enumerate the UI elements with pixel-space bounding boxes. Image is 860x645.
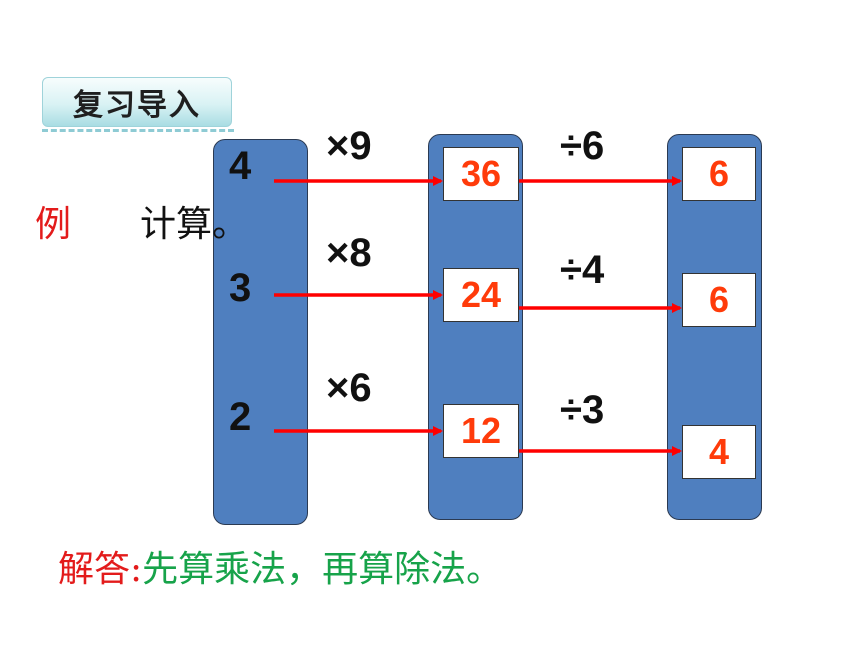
divisor-2: ÷4 bbox=[560, 248, 605, 292]
section-tag: 复习导入 bbox=[42, 77, 232, 127]
final-value-1: 6 bbox=[682, 147, 756, 201]
section-tag-underline bbox=[42, 129, 234, 132]
answer-label: 解答: bbox=[58, 549, 143, 590]
start-value-1: 4 bbox=[229, 144, 252, 188]
middle-value-3: 12 bbox=[443, 404, 519, 458]
example-text: 计算。 bbox=[140, 204, 249, 245]
start-column bbox=[213, 139, 308, 525]
multiplier-3: ×6 bbox=[326, 366, 372, 410]
multiplier-2: ×8 bbox=[326, 231, 372, 275]
final-value-3: 4 bbox=[682, 425, 756, 479]
answer-line: 解答:先算乘法，再算除法。 bbox=[58, 540, 502, 592]
start-value-2: 3 bbox=[229, 266, 252, 310]
start-value-3: 2 bbox=[229, 395, 252, 439]
example-label: 例 bbox=[35, 204, 72, 245]
divisor-1: ÷6 bbox=[560, 124, 605, 168]
divisor-3: ÷3 bbox=[560, 388, 605, 432]
middle-value-1: 36 bbox=[443, 147, 519, 201]
middle-value-2: 24 bbox=[443, 268, 519, 322]
multiplier-1: ×9 bbox=[326, 124, 372, 168]
final-value-2: 6 bbox=[682, 273, 756, 327]
answer-text: 先算乘法，再算除法。 bbox=[142, 549, 503, 590]
